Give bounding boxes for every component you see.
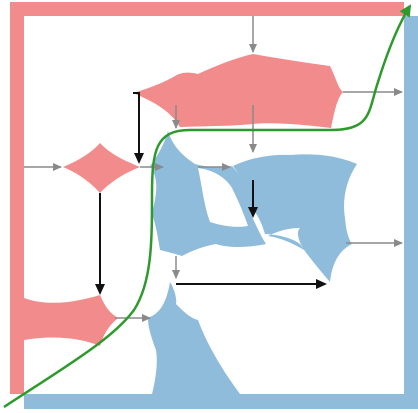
green-curve bbox=[3, 4, 412, 409]
center-blue-blob bbox=[150, 131, 266, 256]
left-border bbox=[10, 2, 24, 394]
right-blue-blob bbox=[233, 154, 357, 282]
top-border bbox=[10, 2, 404, 16]
top-red-blob bbox=[133, 54, 343, 128]
left-red-diamond bbox=[63, 143, 140, 193]
bottom-blue-blob bbox=[148, 282, 240, 394]
bottom-border bbox=[24, 394, 418, 409]
black-arrow-top-elbow bbox=[133, 92, 144, 164]
bottom-left-red-blob bbox=[24, 295, 118, 346]
right-border bbox=[404, 16, 418, 409]
